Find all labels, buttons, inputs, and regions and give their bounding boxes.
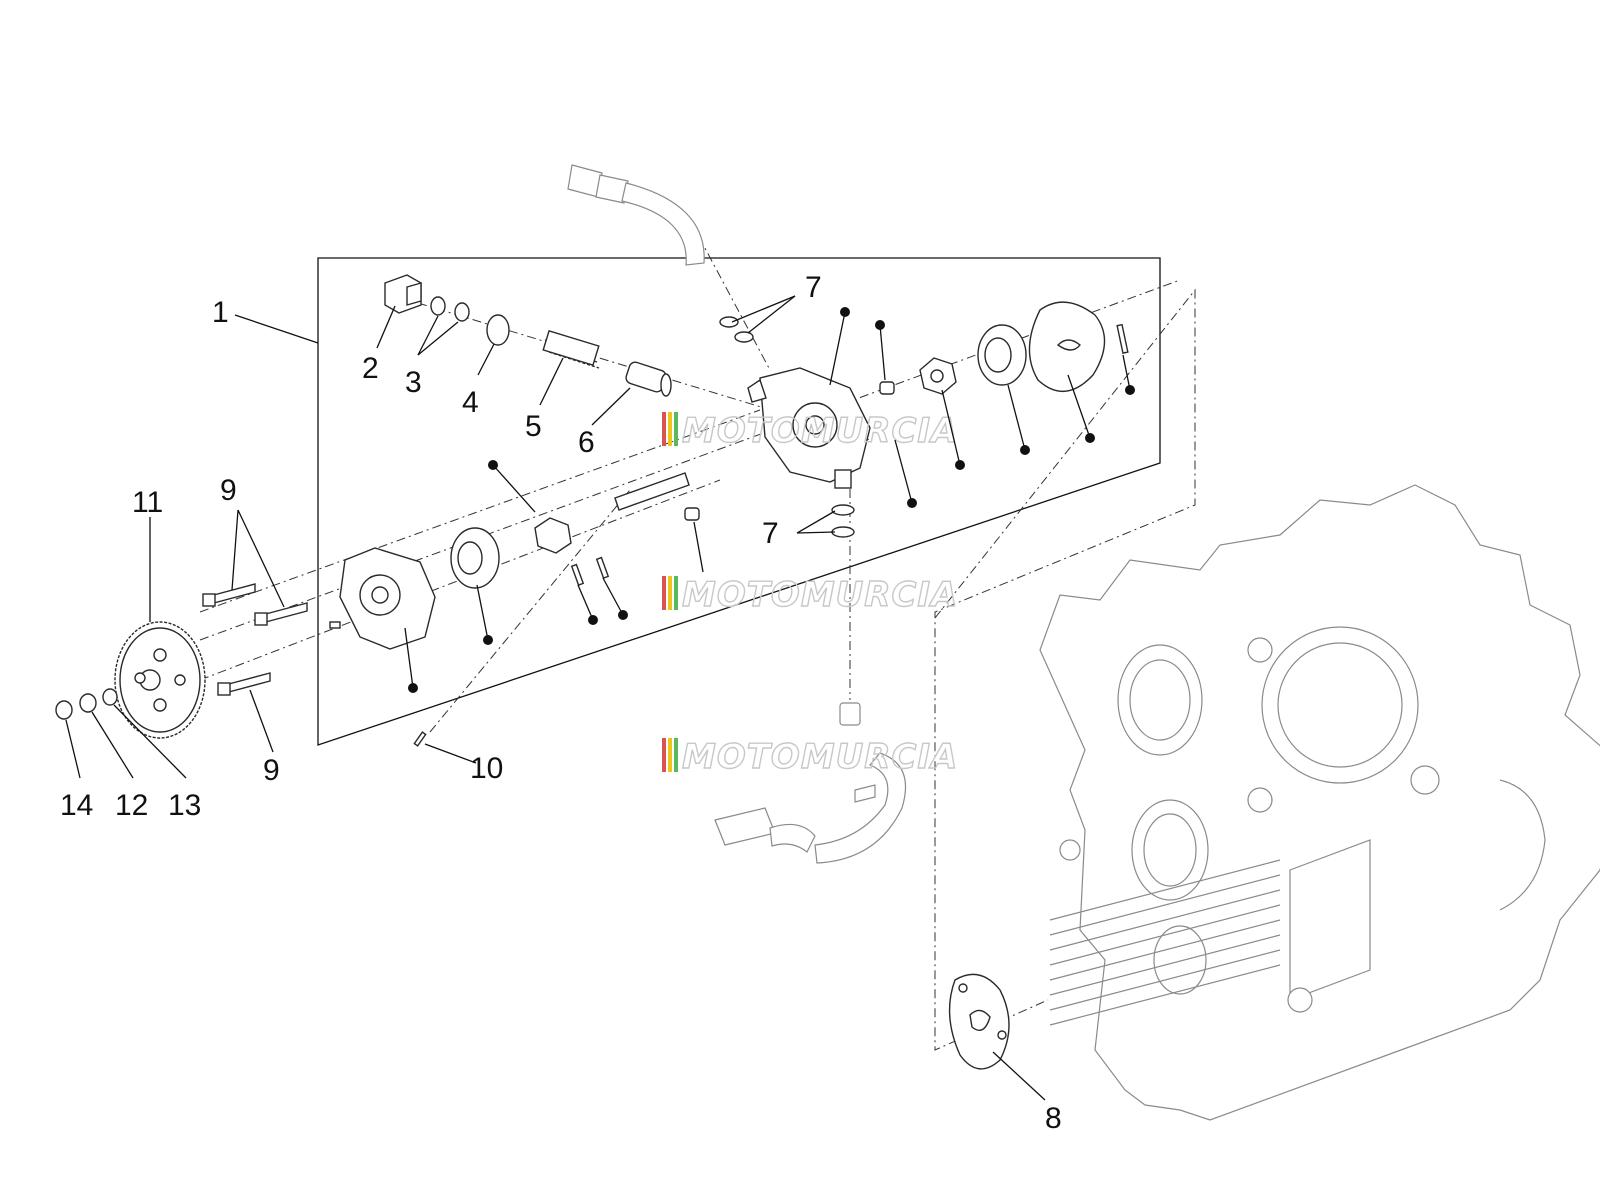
pump-housing-lower — [339, 547, 436, 650]
callout-9-lower: 9 — [263, 754, 280, 787]
crankcase-engine-block — [1039, 484, 1600, 1121]
cover-screw-upper — [1116, 323, 1129, 354]
watermark-stripe — [674, 576, 678, 610]
callout-14: 14 — [60, 789, 93, 822]
callout-2: 2 — [362, 352, 379, 385]
callout-8: 8 — [1045, 1102, 1062, 1135]
part-7-o-rings-lower — [831, 504, 855, 538]
callout-3: 3 — [405, 366, 422, 399]
watermark-logo-2: MOTOMURCIA — [662, 574, 958, 616]
watermark-text: MOTOMURCIA — [682, 411, 958, 451]
watermark-stripe — [662, 412, 666, 446]
pump-shaft — [614, 472, 690, 511]
leader-lines — [65, 295, 1131, 1101]
callout-5: 5 — [525, 410, 542, 443]
outer-rotor-upper — [977, 324, 1027, 386]
inner-rotor-lower — [534, 517, 572, 554]
part-2-plug — [384, 274, 422, 314]
part-10-pin — [413, 731, 427, 747]
callout-9-upper: 9 — [220, 474, 237, 507]
part-4-o-ring — [486, 314, 510, 346]
watermark-logo-1: MOTOMURCIA — [662, 410, 958, 452]
assembly-axis-lines — [199, 219, 1181, 733]
dowel-pin-upper — [879, 381, 895, 395]
callout-7-lower: 7 — [762, 517, 779, 550]
oil-pickup-strainer — [714, 702, 907, 864]
callout-7-upper: 7 — [805, 271, 822, 304]
watermark-logo-3: MOTOMURCIA — [662, 736, 958, 778]
watermark-stripe — [674, 412, 678, 446]
watermark-text: MOTOMURCIA — [682, 575, 958, 615]
part-11-gear — [114, 621, 206, 739]
watermark-stripe — [662, 576, 666, 610]
callout-6: 6 — [578, 426, 595, 459]
callout-13: 13 — [168, 789, 201, 822]
reference-dots — [408, 307, 1135, 693]
part-6-piston — [625, 361, 672, 397]
watermark-stripe — [668, 576, 672, 610]
outer-rotor-lower — [450, 527, 500, 589]
alignment-guide-box — [934, 288, 1196, 1051]
part-3-washers — [430, 296, 470, 322]
part-9-bolts — [202, 583, 308, 696]
inner-rotor-upper — [919, 357, 957, 395]
watermark-text: MOTOMURCIA — [682, 737, 958, 777]
dowel-pin-lower — [684, 507, 700, 521]
callout-labels: 1 2 3 4 5 6 7 7 8 9 9 10 11 12 13 14 — [60, 271, 1062, 1135]
part-5-spring — [542, 329, 600, 369]
part-7-o-rings-upper — [719, 316, 754, 343]
pump-cover-upper — [1028, 301, 1106, 393]
part-8-cover-plate — [948, 973, 1010, 1070]
pump-body-main — [747, 367, 871, 489]
part-12-13-14-nut-washers — [55, 688, 118, 720]
callout-12: 12 — [115, 789, 148, 822]
watermark-stripe — [668, 412, 672, 446]
callout-10: 10 — [470, 752, 503, 785]
assembly-boundary-box — [317, 257, 1161, 746]
shaft-pins — [570, 556, 610, 586]
watermark-stripe — [668, 738, 672, 772]
callout-4: 4 — [462, 386, 479, 419]
watermark-stripe — [662, 738, 666, 772]
oil-pipe-elbow — [567, 164, 705, 266]
callout-1: 1 — [212, 296, 229, 329]
callout-11: 11 — [132, 486, 163, 519]
housing-screw-small — [329, 621, 341, 629]
watermark-stripe — [674, 738, 678, 772]
